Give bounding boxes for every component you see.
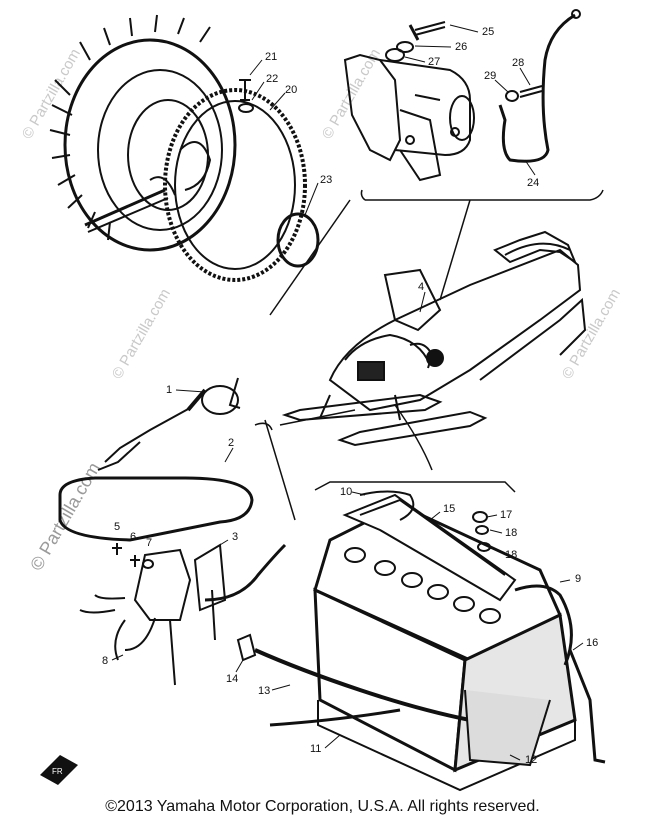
part-label: 24: [527, 177, 539, 189]
part-label: 7: [146, 537, 152, 549]
part-label: 15: [443, 503, 455, 515]
starter-motor-assembly: [343, 9, 581, 182]
front-badge-label: FR: [52, 767, 63, 776]
part-label: 8: [102, 655, 108, 667]
part-label: 17: [500, 509, 512, 521]
part-label: 9: [575, 573, 581, 585]
part-label: 18: [505, 527, 517, 539]
watermark-text: © Partzilla.com: [109, 286, 174, 382]
part-label: 25: [482, 26, 494, 38]
part-label: 20: [285, 84, 297, 96]
snowmobile-illustration: [281, 230, 587, 447]
part-label: 21: [265, 51, 277, 63]
wiring-switch-assembly: [58, 377, 287, 686]
part-label: 23: [320, 174, 332, 186]
part-label: 2: [228, 437, 234, 449]
part-label: 4: [418, 281, 424, 293]
part-label: 29: [484, 70, 496, 82]
part-label: 1: [166, 384, 172, 396]
part-label: 5: [114, 521, 120, 533]
battery-assembly: [236, 490, 606, 792]
part-label: 10: [340, 486, 352, 498]
bracket-line: [269, 199, 351, 316]
svg-text:© Partzilla.com: © Partzilla.com: [26, 459, 104, 574]
front-direction-badge: FR: [40, 755, 78, 785]
part-label: 11: [310, 743, 321, 755]
part-label: 28: [512, 57, 524, 69]
part-label: 14: [226, 673, 238, 685]
part-label: 13: [258, 685, 270, 697]
part-label: 27: [428, 56, 440, 68]
part-label: 6: [130, 531, 136, 543]
watermark-text: © Partzilla.com: [319, 46, 384, 142]
bracket-line: [365, 189, 604, 201]
part-label: 26: [455, 41, 467, 53]
flywheel-assembly: [49, 14, 320, 282]
watermark-text: © Partzilla.com: [559, 286, 624, 382]
watermarks: © Partzilla.com © Partzilla.com © Partzi…: [19, 46, 624, 574]
copyright-footer: ©2013 Yamaha Motor Corporation, U.S.A. A…: [105, 798, 540, 815]
part-label: 3: [232, 531, 238, 543]
callout-labels: 1 2 3 4 5 6 7 8 9 10 11 12 13 14 15 16 1…: [102, 24, 598, 766]
part-label: 18: [505, 549, 517, 561]
part-label: 22: [266, 73, 278, 85]
part-label: 16: [586, 637, 598, 649]
part-label: 12: [525, 754, 537, 766]
